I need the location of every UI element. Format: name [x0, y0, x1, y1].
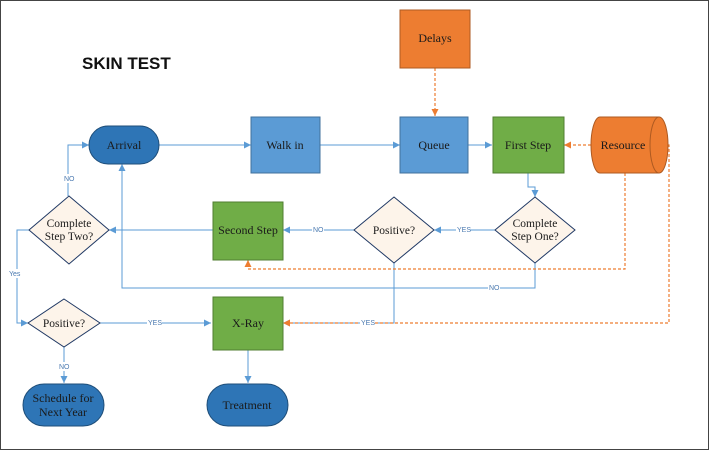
node-step-two-line2: Step Two? [45, 231, 94, 243]
node-second-step-label: Second Step [218, 223, 278, 237]
node-schedule-line1: Schedule for [33, 391, 94, 405]
label-steptwo-no: NO [64, 176, 75, 183]
node-complete-step-one: Complete Step One? [494, 196, 576, 264]
node-step-two-line1: Complete [47, 218, 92, 230]
edge-stepone-arrival [118, 164, 536, 289]
node-delays: Delays [399, 9, 471, 69]
node-resource-label: Resource [601, 138, 646, 152]
node-first-step: First Step [492, 116, 565, 174]
node-second-step: Second Step [212, 201, 284, 261]
node-treatment-label: Treatment [223, 398, 273, 412]
node-queue-label: Queue [418, 138, 449, 152]
label-positiveleft-yes: YES [148, 320, 162, 327]
label-stepone-no: NO [489, 285, 500, 292]
label-positivemid-yes: YES [361, 320, 375, 327]
connectors [16, 68, 670, 383]
node-positive-mid-label: Positive? [373, 225, 415, 237]
node-resource: Resource [590, 116, 669, 174]
edge-positivemid-xray [283, 263, 395, 327]
label-positive-no: NO [313, 227, 324, 234]
edge-steptwo-arrival [67, 141, 89, 196]
label-positiveleft-no: NO [59, 364, 70, 371]
node-schedule-line2: Next Year [39, 405, 87, 419]
node-step-one-line2: Step One? [511, 231, 559, 243]
label-steptwo-yes: Yes [9, 271, 21, 278]
edge-labels: YES NO NO Yes YES NO NO YES [8, 174, 500, 371]
node-step-one-line1: Complete [513, 218, 558, 230]
node-positive-mid: Positive? [353, 196, 435, 264]
node-positive-left-label: Positive? [43, 318, 85, 330]
node-walk-in-label: Walk in [266, 138, 303, 152]
edge-resource-secondstep [244, 173, 626, 270]
node-first-step-label: First Step [505, 138, 551, 152]
node-x-ray: X-Ray [212, 296, 284, 351]
node-complete-step-two: Complete Step Two? [28, 195, 110, 265]
node-arrival: Arrival [88, 125, 160, 165]
node-treatment: Treatment [206, 383, 289, 427]
label-stepone-yes: YES [457, 227, 471, 234]
node-queue: Queue [399, 116, 469, 174]
node-x-ray-label: X-Ray [232, 316, 264, 330]
node-schedule: Schedule for Next Year [22, 383, 105, 427]
diagram-title: SKIN TEST [82, 54, 171, 73]
node-positive-left: Positive? [27, 298, 101, 348]
edge-firststep-stepone [527, 173, 539, 197]
node-delays-label: Delays [418, 31, 452, 45]
node-arrival-label: Arrival [107, 138, 142, 152]
node-walk-in: Walk in [250, 116, 321, 174]
